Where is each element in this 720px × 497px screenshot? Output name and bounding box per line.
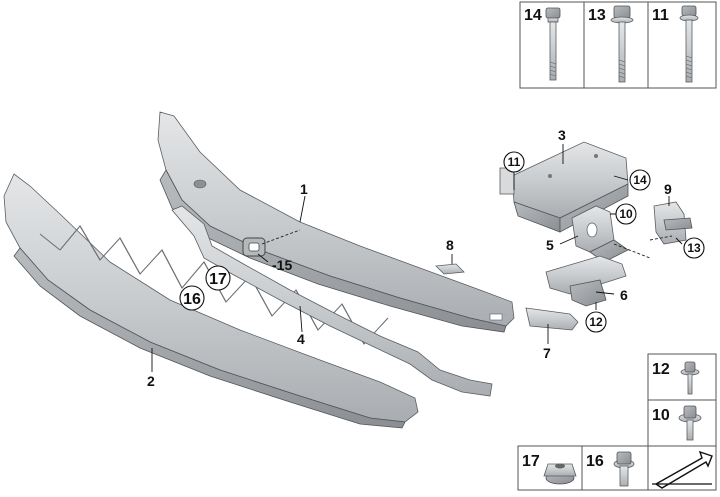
callout-6: 6 bbox=[620, 287, 628, 303]
screw-icon bbox=[680, 361, 700, 395]
callout-14: 14 bbox=[633, 173, 647, 187]
legend-screw-16: 16 bbox=[581, 445, 649, 491]
part-15-clip bbox=[242, 237, 266, 257]
legend-label-17: 17 bbox=[522, 453, 540, 470]
legend-label-10: 10 bbox=[652, 407, 670, 424]
legend-label-12: 12 bbox=[652, 361, 670, 378]
beam-hole bbox=[193, 179, 207, 189]
legend-screw-10: 10 bbox=[647, 399, 717, 447]
legend-label-16: 16 bbox=[586, 453, 604, 470]
callout-4: 4 bbox=[297, 331, 305, 347]
legend-bolt-13: 13 bbox=[583, 1, 649, 89]
callout-11: 11 bbox=[508, 155, 521, 169]
screw-icon bbox=[678, 405, 702, 441]
legend-label-14: 14 bbox=[524, 7, 542, 24]
callout-14-circle: 14 bbox=[629, 169, 651, 191]
legend-bolt-11: 11 bbox=[647, 1, 717, 89]
callout-12: 12 bbox=[589, 315, 603, 329]
bolt-icon bbox=[679, 5, 699, 83]
callout-9: 9 bbox=[664, 181, 672, 197]
callout-1: 1 bbox=[300, 181, 308, 197]
callout-10-circle: 10 bbox=[615, 203, 637, 225]
beam-slot bbox=[489, 313, 503, 321]
callout-13: 13 bbox=[687, 241, 701, 255]
callout-11-circle: 11 bbox=[503, 151, 525, 173]
part-1-bumper-beam bbox=[157, 111, 515, 333]
callout-13-circle: 13 bbox=[683, 237, 705, 259]
legend-screw-12: 12 bbox=[647, 353, 717, 401]
legend-nut-17: 17 bbox=[517, 445, 583, 491]
callout-8: 8 bbox=[446, 237, 454, 253]
screw-icon bbox=[613, 451, 635, 487]
legend-symbol bbox=[647, 445, 717, 491]
legend-label-11: 11 bbox=[652, 7, 669, 24]
callout-16-circle: 16 bbox=[179, 285, 205, 311]
callout-3: 3 bbox=[558, 127, 566, 143]
part-8-clip bbox=[435, 263, 465, 275]
part-4-lower-strip bbox=[171, 205, 493, 397]
arrow-symbol-icon bbox=[652, 450, 713, 489]
part-7-plate bbox=[525, 307, 579, 331]
part-6-crash-box bbox=[545, 255, 627, 307]
nut-icon bbox=[543, 463, 577, 485]
callout-2: 2 bbox=[147, 373, 155, 389]
bolt-icon bbox=[610, 5, 634, 83]
bolt-icon bbox=[545, 7, 561, 81]
callout-17: 17 bbox=[209, 271, 227, 288]
legend-label-13: 13 bbox=[588, 7, 606, 24]
callout-10: 10 bbox=[619, 207, 633, 221]
callout-5: 5 bbox=[546, 237, 554, 253]
callout-7: 7 bbox=[543, 345, 551, 361]
legend-bolt-14: 14 bbox=[519, 1, 585, 89]
part-9-bracket bbox=[653, 201, 693, 245]
callout-17-circle: 17 bbox=[205, 265, 231, 291]
callout-12-circle: 12 bbox=[585, 311, 607, 333]
callout-15: -15 bbox=[272, 257, 292, 273]
callout-16: 16 bbox=[183, 291, 201, 308]
